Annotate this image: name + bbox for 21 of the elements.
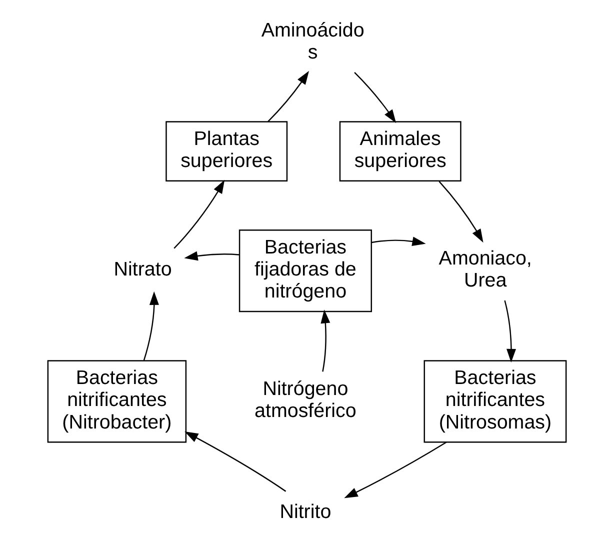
node-text: Amoniaco, Urea [438, 247, 532, 292]
arrow [174, 180, 225, 249]
arrow [371, 236, 426, 246]
arrow [504, 300, 516, 362]
arrow [184, 431, 286, 492]
arrow [344, 442, 447, 498]
node-text: Nitrito [280, 501, 332, 524]
arrow [354, 72, 396, 124]
node-text: Nitrógeno atmosférico [254, 378, 356, 422]
node-box: Bacterias nitrificantes (Nitrosomas) [424, 360, 567, 443]
node-box: Bacterias fijadoras de nitrógeno [238, 230, 372, 312]
node-text: Aminoácido s [261, 19, 364, 64]
node-box: Bacterias nitrificantes (Nitrobacter) [47, 360, 187, 443]
arrow [438, 181, 484, 243]
arrow [143, 291, 159, 361]
node-box: Animales superiores [339, 121, 462, 182]
arrow [268, 70, 310, 122]
arrow [320, 310, 330, 372]
arrow [184, 251, 240, 261]
node-text: Nitrato [114, 258, 172, 280]
node-box: Plantas superiores [166, 121, 288, 182]
